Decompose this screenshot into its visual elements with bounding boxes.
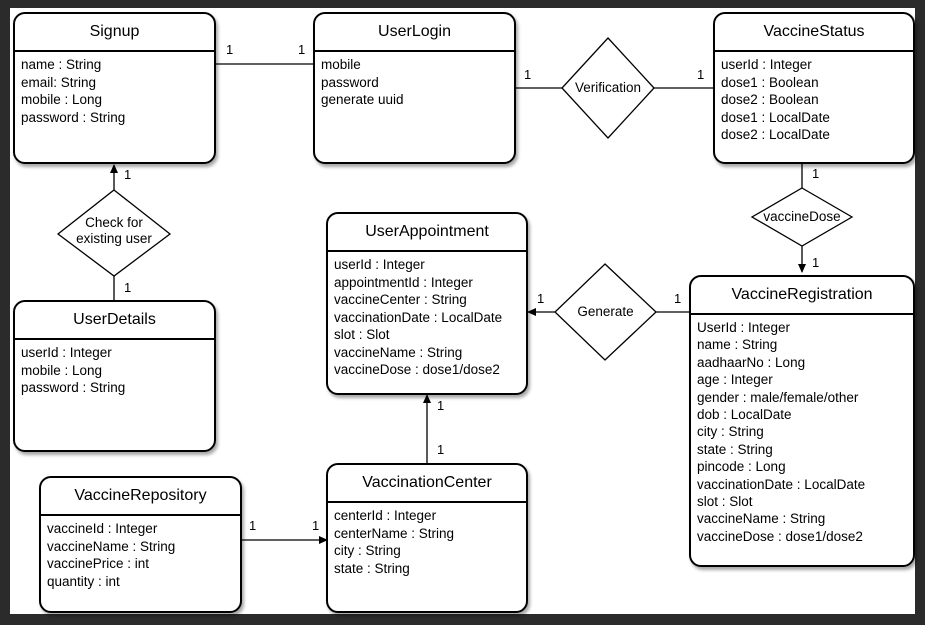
user-appointment-entity[interactable]: UserAppointment userId : Integer appoint…	[326, 212, 528, 395]
vaccination-center-field: centerName : String	[334, 525, 455, 541]
user-login-field: generate uuid	[321, 92, 404, 107]
user-appointment-field: userId : Integer	[334, 257, 425, 272]
signup-field: mobile : Long	[21, 92, 103, 107]
vaccine-registration-field: dob : LocalDate	[697, 407, 792, 423]
verification-label: Verification	[574, 80, 642, 95]
user-login-field: password	[321, 74, 379, 90]
vaccine-repository-title: VaccineRepository	[41, 478, 240, 516]
generate-diamond	[554, 263, 657, 361]
vaccine-status-field: dose1 : LocalDate	[721, 109, 830, 125]
vaccine-registration-entity[interactable]: VaccineRegistration UserId : Integer nam…	[689, 275, 915, 567]
multiplicity-label: 1	[524, 67, 532, 82]
user-appointment-field: vaccineName : String	[334, 344, 463, 360]
signup-field: password : String	[21, 109, 126, 125]
user-details-title: UserDetails	[15, 302, 214, 340]
vaccine-registration-field: UserId : Integer	[697, 320, 791, 335]
multiplicity-label: 1	[226, 42, 234, 57]
vaccine-registration-field: name : String	[697, 337, 778, 353]
user-details-field: mobile : Long	[21, 362, 103, 378]
vaccine-registration-field: aadhaarNo : Long	[697, 354, 806, 370]
vaccine-repository-field: quantity : int	[47, 573, 120, 589]
user-login-entity[interactable]: UserLogin mobile password generate uuid	[313, 12, 516, 164]
check-existing-label: Check for existing user	[58, 215, 170, 247]
vaccine-registration-field: pincode : Long	[697, 459, 786, 475]
vaccine-registration-field: gender : male/female/other	[697, 389, 859, 405]
vaccine-repository-field: vaccineName : String	[47, 538, 176, 554]
user-appointment-field: vaccineCenter : String	[334, 292, 467, 307]
check-existing-line-2: existing user	[76, 231, 152, 246]
vaccine-registration-field: slot : Slot	[697, 494, 753, 510]
user-appointment-field: slot : Slot	[334, 327, 390, 342]
vaccine-status-entity[interactable]: VaccineStatus userId : Integer dose1 : B…	[713, 12, 915, 164]
multiplicity-label: 1	[812, 166, 820, 181]
multiplicity-label: 1	[437, 398, 445, 413]
user-appointment-field: vaccinationDate : LocalDate	[334, 309, 503, 325]
vaccination-center-field: state : String	[334, 560, 410, 576]
vaccinedose-label: vaccineDose	[763, 209, 841, 224]
vaccine-registration-field: age : Integer	[697, 372, 773, 388]
multiplicity-label: 1	[437, 442, 445, 457]
vaccine-status-field: dose1 : Boolean	[721, 74, 819, 90]
user-details-field: password : String	[21, 380, 126, 395]
user-appointment-field: vaccineDose : dose1/dose2	[334, 362, 500, 377]
vaccine-status-field: dose2 : Boolean	[721, 92, 819, 107]
user-login-field: mobile	[321, 57, 361, 72]
signup-entity[interactable]: Signup name : String email: String mobil…	[13, 12, 216, 164]
multiplicity-label: 1	[124, 167, 132, 182]
multiplicity-label: 1	[537, 291, 545, 306]
vaccine-registration-field: state : String	[697, 441, 773, 457]
user-appointment-field: appointmentId : Integer	[334, 274, 473, 290]
vaccine-repository-field: vaccineId : Integer	[47, 521, 158, 536]
vaccination-center-field: city : String	[334, 543, 401, 558]
vaccine-registration-field: vaccineName : String	[697, 511, 826, 527]
multiplicity-label: 1	[312, 518, 320, 533]
signup-field: name : String	[21, 57, 102, 72]
vaccine-status-field: dose2 : LocalDate	[721, 127, 830, 142]
multiplicity-label: 1	[697, 67, 705, 82]
generate-label: Generate	[577, 304, 634, 319]
vaccine-registration-title: VaccineRegistration	[691, 277, 913, 315]
user-details-field: userId : Integer	[21, 345, 112, 360]
multiplicity-label: 1	[298, 42, 306, 57]
multiplicity-label: 1	[249, 518, 257, 533]
signup-field: email: String	[21, 74, 97, 90]
user-login-title: UserLogin	[315, 14, 514, 52]
vaccine-repository-entity[interactable]: VaccineRepository vaccineId : Integer va…	[39, 476, 242, 613]
vaccine-status-field: userId : Integer	[721, 57, 812, 72]
user-appointment-title: UserAppointment	[328, 214, 526, 252]
vaccination-center-entity[interactable]: VaccinationCenter centerId : Integer cen…	[326, 463, 528, 613]
multiplicity-label: 1	[812, 255, 820, 270]
user-details-entity[interactable]: UserDetails userId : Integer mobile : Lo…	[13, 300, 216, 452]
vaccination-center-field: centerId : Integer	[334, 508, 437, 523]
vaccine-registration-field: vaccinationDate : LocalDate	[697, 476, 866, 492]
multiplicity-label: 1	[124, 280, 132, 295]
vaccine-status-title: VaccineStatus	[715, 14, 913, 52]
vaccine-registration-field: vaccineDose : dose1/dose2	[697, 528, 863, 544]
vaccine-registration-field: city : String	[697, 424, 764, 440]
check-existing-line-1: Check for	[85, 215, 143, 230]
multiplicity-label: 1	[674, 291, 682, 306]
vaccine-repository-field: vaccinePrice : int	[47, 556, 150, 571]
vaccination-center-title: VaccinationCenter	[328, 465, 526, 503]
verification-diamond	[561, 37, 655, 139]
signup-title: Signup	[15, 14, 214, 52]
